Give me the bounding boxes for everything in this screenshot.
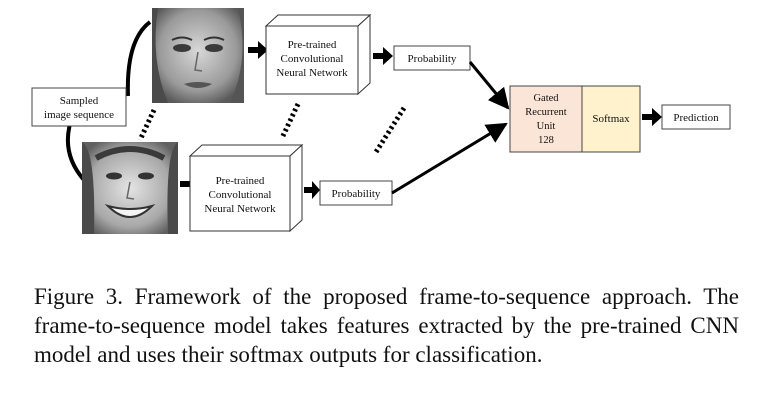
gru-line-2: Recurrent [525, 107, 566, 118]
dotted-connector-probabilities [373, 106, 407, 154]
probability-top-label: Probability [408, 53, 457, 65]
cnn-bottom-line-1: Pre-trained [216, 175, 265, 187]
cnn-top-line-3: Neural Network [276, 67, 348, 79]
cnn-bottom-line-3: Neural Network [204, 203, 276, 215]
connector-curve-bottom [65, 123, 86, 182]
probability-top-box: Probability [393, 45, 471, 71]
softmax-box: Softmax [581, 85, 641, 153]
connector-curve-top [125, 20, 152, 97]
figure-caption: Figure 3. Framework of the proposed fram… [34, 284, 739, 367]
gru-line-1: Gated [533, 93, 559, 104]
arrow-face-to-cnn-top [248, 41, 268, 59]
softmax-label: Softmax [592, 113, 630, 125]
cnn-top-line-2: Convolutional [281, 53, 344, 65]
gru-line-4: 128 [538, 135, 554, 146]
cnn-top-box: Pre-trained Convolutional Neural Network [264, 13, 372, 96]
dotted-connector-cnns [279, 102, 301, 140]
prediction-box: Prediction [661, 104, 731, 130]
prediction-label: Prediction [673, 112, 719, 124]
neutral-face-icon [152, 8, 244, 103]
arrow-prob-top-to-gru [468, 61, 510, 110]
arrow-cnn-to-prob-top [373, 47, 393, 65]
cnn-bottom-line-2: Convolutional [209, 189, 272, 201]
arrow-cnn-to-prob-bottom [304, 181, 320, 199]
arrow-softmax-to-prediction [642, 108, 662, 126]
cnn-top-line-1: Pre-trained [288, 39, 337, 51]
smiling-face-icon [82, 142, 178, 234]
probability-bottom-label: Probability [332, 188, 381, 200]
probability-bottom-box: Probability [319, 180, 393, 206]
gru-line-3: Unit [537, 121, 556, 132]
arrow-prob-bottom-to-gru [391, 122, 508, 195]
sampled-line-2: image sequence [44, 109, 114, 121]
sampled-image-sequence-box: Sampled image sequence [31, 87, 127, 127]
cnn-bottom-box: Pre-trained Convolutional Neural Network [188, 143, 304, 233]
gru-box: Gated Recurrent Unit 128 [509, 85, 583, 153]
sampled-line-1: Sampled [60, 95, 99, 107]
dotted-connector-faces [137, 108, 157, 142]
